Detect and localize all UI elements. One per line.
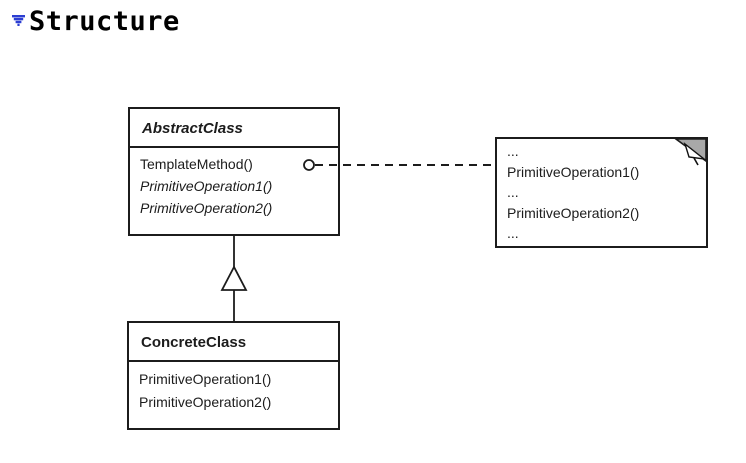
section-title: Structure [29,6,180,37]
abstract-class-methods: TemplateMethod() PrimitiveOperation1() P… [130,148,338,224]
note-line-ellipsis-1: ... [507,143,519,159]
pseudocode-note: ... PrimitiveOperation1() ... PrimitiveO… [495,137,708,248]
note-line-ellipsis-3: ... [507,225,519,241]
section-header[interactable]: Structure [12,8,180,35]
generalization-connector [220,236,248,321]
method-primitive-operation-1: PrimitiveOperation1() [140,178,273,194]
collapse-triangle-icon[interactable] [12,15,26,26]
method-primitive-operation-1-impl: PrimitiveOperation1() [139,371,272,387]
note-line-ellipsis-2: ... [507,184,519,200]
note-line-primitive-operation-1: PrimitiveOperation1() [507,163,640,180]
concrete-class-box: ConcreteClass PrimitiveOperation1() Prim… [127,321,340,430]
abstract-class-name: AbstractClass [130,109,338,148]
note-line-primitive-operation-2: PrimitiveOperation2() [507,204,640,221]
method-primitive-operation-2: PrimitiveOperation2() [140,200,273,216]
concrete-class-methods: PrimitiveOperation1() PrimitiveOperation… [129,362,338,419]
abstract-class-box: AbstractClass TemplateMethod() Primitive… [128,107,340,236]
method-primitive-operation-2-impl: PrimitiveOperation2() [139,394,272,410]
method-template-method: TemplateMethod() [140,156,253,172]
inheritance-triangle-icon [220,265,248,291]
concrete-class-name: ConcreteClass [129,323,338,362]
